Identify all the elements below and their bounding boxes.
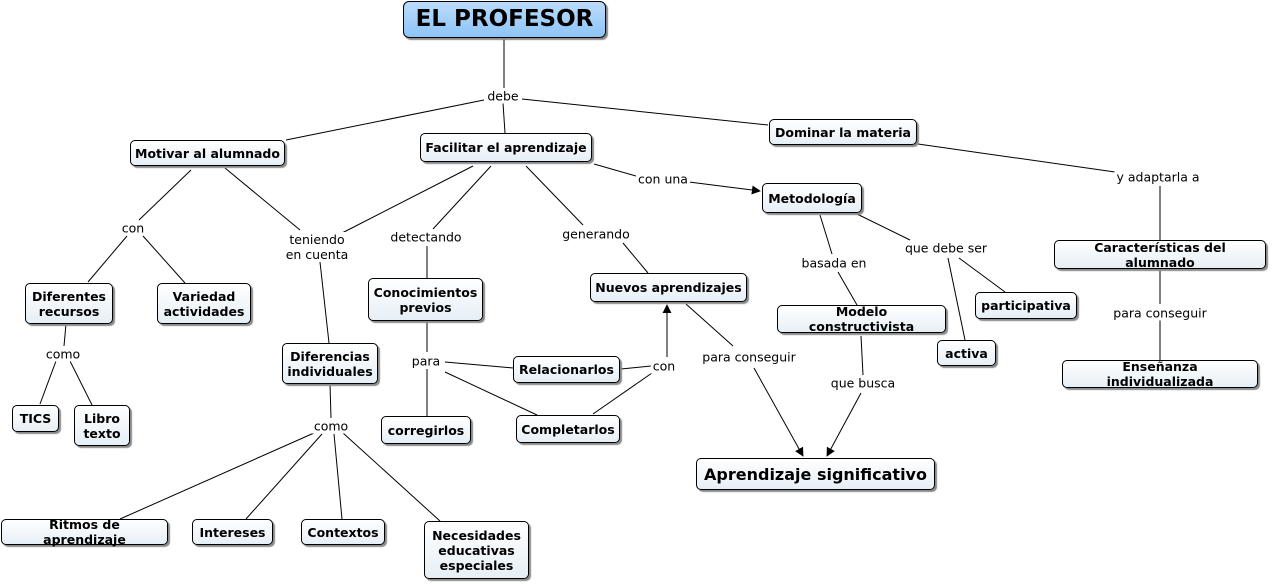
edge-quebusca-significativo [826,392,862,457]
link-debe: debe [485,88,521,104]
link-y-adaptarla-a: y adaptarla a [1114,169,1202,185]
edge-facilitar-detectando [432,165,492,230]
edge-completarlos-con [592,372,653,415]
edge-diferentes-como [63,323,67,347]
link-teniendo-en-cuenta: teniendo en cuenta [280,232,354,262]
concept-relacionarlos[interactable]: Relacionarlos [513,356,620,383]
edge-diferencias-como [329,383,332,419]
concept-modelo-constructivista[interactable]: Modelo constructivista [777,304,946,334]
link-que-busca: que busca [828,375,898,391]
edge-con-variedad [142,235,186,284]
link-basada-en: basada en [799,255,869,271]
link-con-una: con una [636,171,690,187]
edge-facilitar-conuna [593,163,637,177]
concept-el-profesor[interactable]: EL PROFESOR [403,1,606,38]
edge-motivar-con [138,169,192,221]
edge-nuevos-paraconseguir [685,303,734,347]
concept-diferencias-individuales[interactable]: Diferencias individuales [282,343,378,384]
concept-completarlos[interactable]: Completarlos [516,415,620,443]
edge-como-contextos [333,433,343,520]
edge-conuna-metodologia [688,181,761,195]
link-para-conseguir-significativo: para conseguir [700,349,798,365]
concept-necesidades-educativas-especiales[interactable]: Necesidades educativas especiales [424,521,529,579]
link-con-recursos: con [119,220,147,236]
concept-nuevos-aprendizajes[interactable]: Nuevos aprendizajes [590,273,747,302]
edge-como-necesidades [342,432,441,522]
concept-facilitar-el-aprendizaje[interactable]: Facilitar el aprendizaje [420,133,592,162]
concept-corregirlos[interactable]: corregirlos [381,416,471,444]
concept-ritmos-de-aprendizaje[interactable]: Ritmos de aprendizaje [1,517,168,547]
edge-quedebeser-participativa [958,257,1006,293]
concept-metodologia[interactable]: Metodología [762,183,862,213]
edge-paraconseguir-significativo [753,367,804,457]
edge-dominar-yadaptarla [917,143,1116,173]
concept-intereses[interactable]: Intereses [192,519,273,545]
edge-como-intereses [245,433,323,520]
concept-libro-texto[interactable]: Libro texto [74,405,130,446]
link-con-nuevos: con [650,358,678,374]
link-como-diferencias: como [311,418,351,434]
edge-facilitar-generando [525,165,584,226]
edge-metodologia-basada [819,214,833,255]
link-para-conseguir-ensenanza: para conseguir [1111,305,1209,321]
edge-como-ritmos [119,432,315,520]
edge-modelo-quebusca [860,335,864,376]
concept-dominar-la-materia[interactable]: Dominar la materia [769,119,917,145]
edge-con-diferentes [87,235,128,283]
concept-contextos[interactable]: Contextos [301,519,385,545]
concept-caracteristicas-del-alumnado[interactable]: Características del alumnado [1054,240,1266,270]
edge-como-libro [69,360,93,406]
edge-para-completarlos [444,371,538,416]
concept-activa[interactable]: activa [937,340,996,366]
link-que-debe-ser: que debe ser [902,240,990,256]
edge-para-relacionarlos [444,361,514,369]
edge-facilitar-teniendo [341,165,474,234]
concept-conocimientos-previos[interactable]: Conocimientos previos [368,278,483,321]
concept-motivar-al-alumnado[interactable]: Motivar al alumnado [130,140,285,166]
edge-motivar-teniendo [224,167,301,231]
edge-debe-facilitar [502,102,506,134]
edge-metodologia-quedebeser [856,213,911,241]
concept-participativa[interactable]: participativa [975,292,1077,319]
edge-quedebeser-activa [947,257,966,341]
concept-ensenanza-individualizada[interactable]: Enseñanza individualizada [1062,359,1258,389]
link-detectando: detectando [388,229,464,245]
edge-generando-nuevos [622,242,649,274]
concept-variedad-actividades[interactable]: Variedad actividades [157,283,251,324]
edge-como-tics [39,360,57,405]
concept-tics[interactable]: TICS [12,405,59,432]
edge-basada-modelo [837,271,858,306]
link-como-recursos: como [43,346,83,362]
link-para: para [409,353,443,369]
edge-debe-motivar [285,99,485,141]
edge-teniendo-diferencias [319,261,330,344]
concept-diferentes-recursos[interactable]: Diferentes recursos [25,283,113,324]
link-generando: generando [560,226,632,242]
concept-aprendizaje-significativo[interactable]: Aprendizaje significativo [696,458,935,490]
edge-relacionarlos-con [620,365,652,370]
edge-debe-dominar [521,98,769,126]
